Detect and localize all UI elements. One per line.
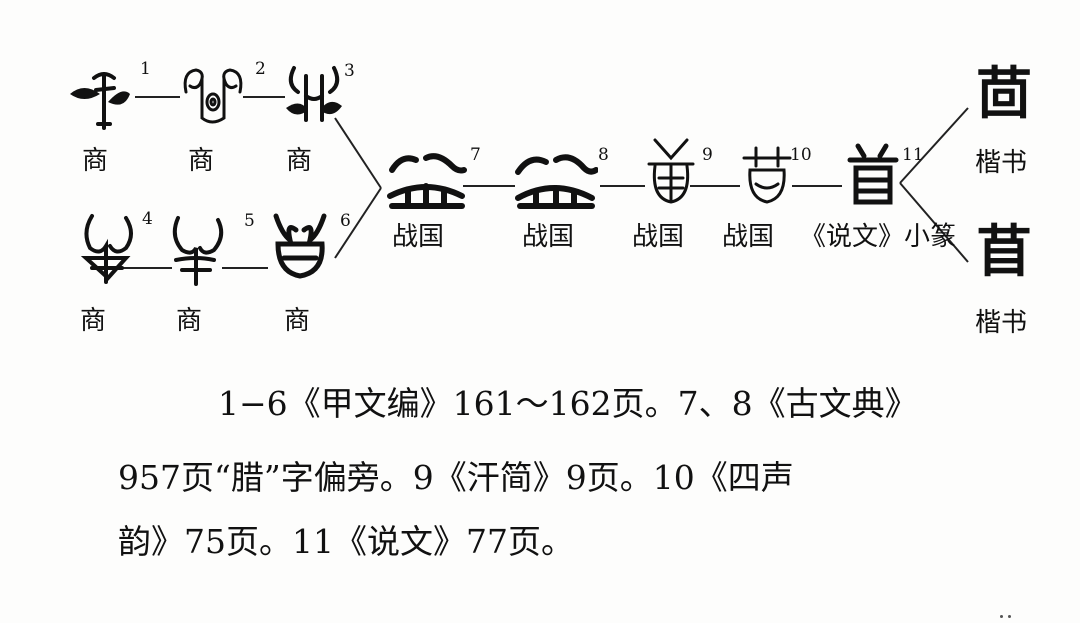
glyph-number-1: 1 [140, 59, 151, 79]
glyph-number-7: 7 [470, 145, 481, 165]
kaishu-char-2: 苜 [976, 219, 1032, 285]
glyph-period-3: 商 [286, 146, 313, 176]
glyph-period-8: 战国 [522, 222, 575, 252]
ancient-glyph-9 [647, 138, 695, 204]
glyph-period-1: 商 [82, 146, 109, 176]
ancient-glyph-3 [286, 66, 342, 122]
glyph-number-9: 9 [702, 145, 713, 165]
scan-speck [1000, 603, 1026, 618]
glyph-number-6: 6 [340, 211, 351, 231]
glyph-period-4: 商 [80, 306, 107, 336]
ancient-glyph-5 [172, 216, 224, 286]
glyph-number-4: 4 [142, 209, 153, 229]
glyph-number-3: 3 [344, 61, 355, 81]
ancient-glyph-10 [742, 146, 792, 204]
caption-line-2: 957页“腊”字偏旁。9《汗简》9页。10《四声 [118, 458, 794, 497]
glyph-period-5: 商 [176, 306, 203, 336]
glyph-period-11: 《说文》小篆 [800, 222, 957, 252]
glyph-number-2: 2 [255, 59, 266, 79]
caption-line-3: 韵》75页。11《说文》77页。 [118, 522, 574, 561]
ancient-glyph-7 [387, 153, 467, 209]
ancient-glyph-11 [847, 143, 899, 205]
glyph-period-7: 战国 [392, 222, 445, 252]
glyph-number-11: 11 [902, 145, 924, 165]
glyph-period-2: 商 [188, 146, 215, 176]
glyph-number-5: 5 [244, 211, 255, 231]
ancient-glyph-1 [70, 72, 130, 130]
kaishu-char-1: 茴 [976, 61, 1032, 127]
kaishu-label-2: 楷书 [975, 308, 1028, 338]
glyph-number-10: 10 [790, 145, 812, 165]
ancient-glyph-2 [183, 68, 243, 124]
glyph-number-8: 8 [598, 145, 609, 165]
glyph-period-6: 商 [284, 306, 311, 336]
ancient-glyph-8 [515, 154, 598, 209]
glyph-period-9: 战国 [632, 222, 685, 252]
ancient-glyph-4 [80, 214, 133, 284]
kaishu-label-1: 楷书 [975, 148, 1028, 178]
caption-line-1: 1−6《甲文编》161～162页。7、8《古文典》 [218, 384, 918, 423]
glyph-period-10: 战国 [722, 222, 775, 252]
ancient-glyph-6 [273, 213, 327, 279]
